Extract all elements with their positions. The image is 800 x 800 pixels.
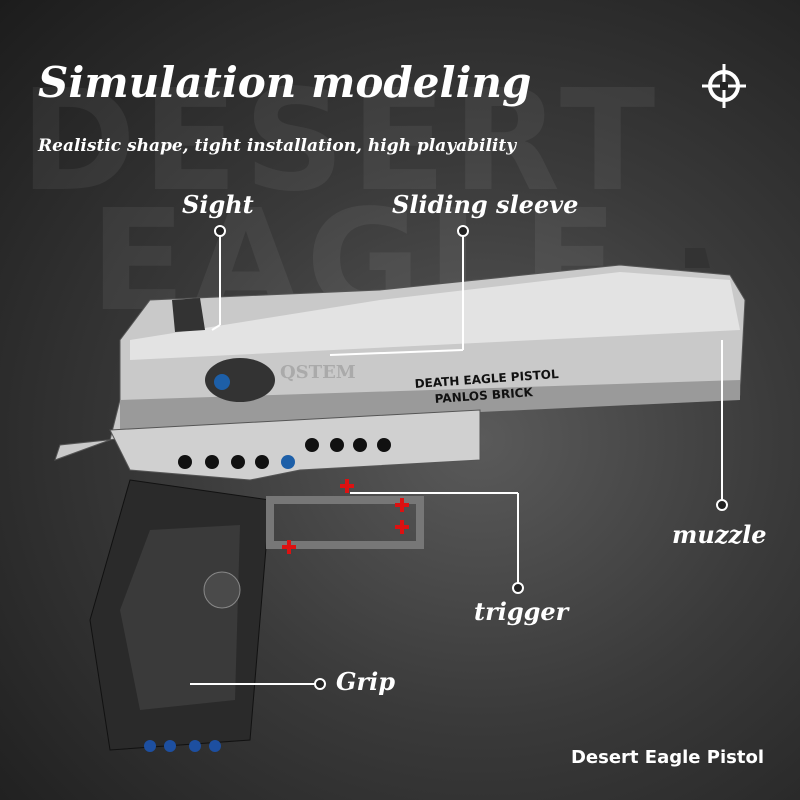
callout-sight: Sight — [182, 190, 254, 219]
page-subtitle: Realistic shape, tight installation, hig… — [38, 136, 517, 156]
crosshair-icon — [702, 64, 746, 108]
callout-trigger: trigger — [474, 597, 569, 626]
callout-sliding-sleeve: Sliding sleeve — [392, 190, 579, 219]
engraving-line-2: PANLOS BRICK — [434, 385, 534, 406]
page-title: Simulation modeling — [38, 58, 532, 107]
callout-grip: Grip — [336, 667, 396, 696]
background-text-desert: DESERT — [20, 60, 662, 223]
brand-logo: QSTEM — [280, 362, 356, 383]
product-caption: Desert Eagle Pistol — [570, 747, 764, 768]
callout-muzzle: muzzle — [672, 520, 767, 549]
